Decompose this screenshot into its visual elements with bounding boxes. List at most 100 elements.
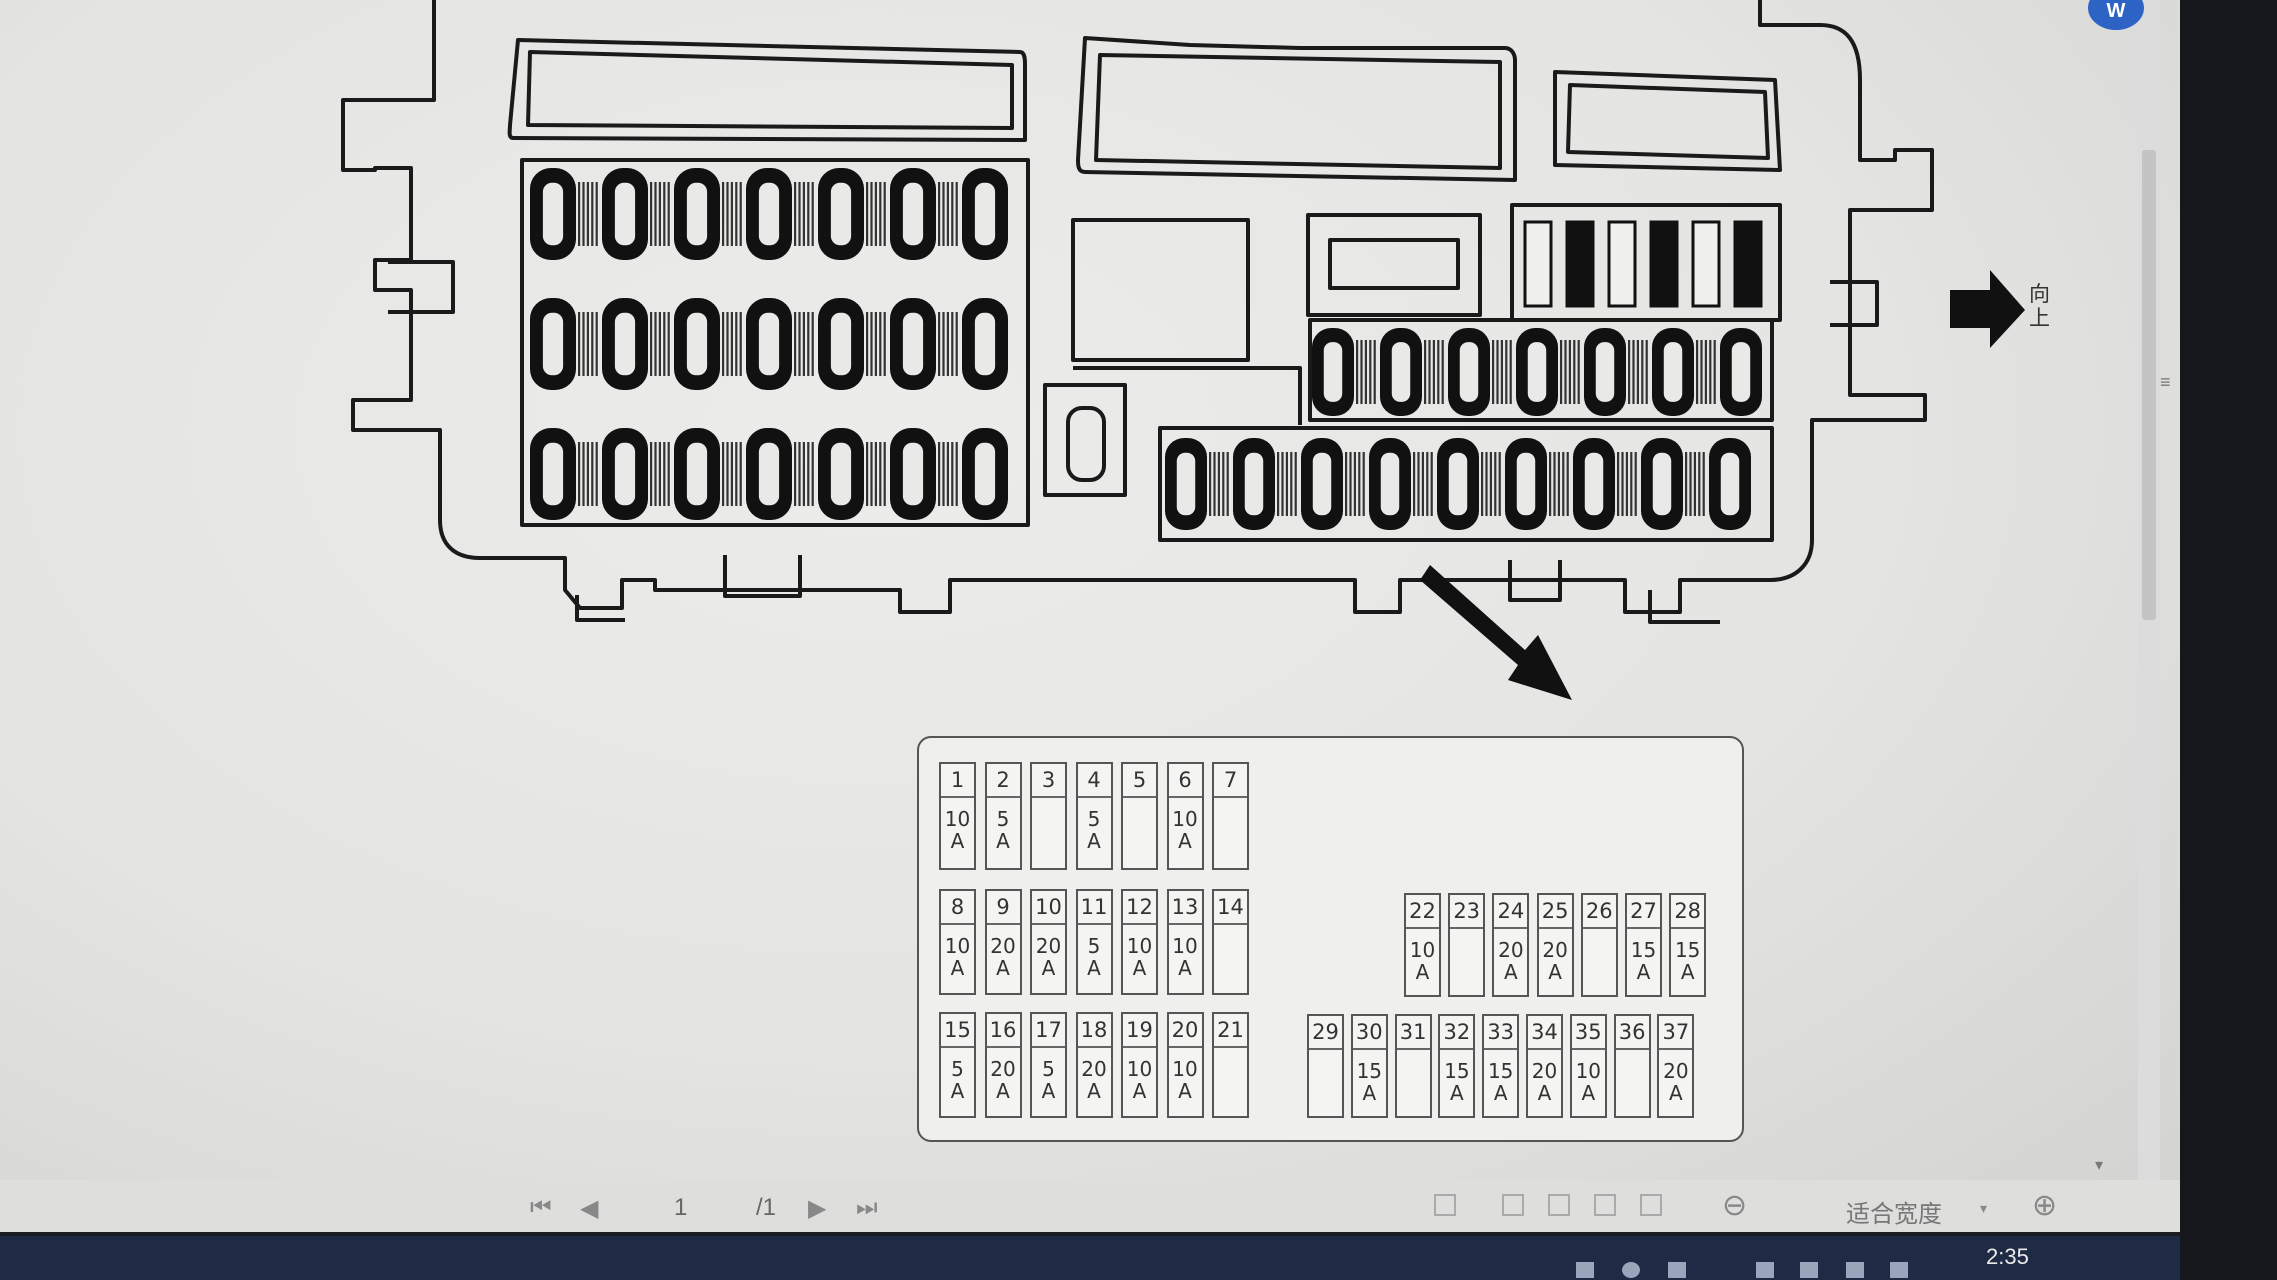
- fuse-divider: [1702, 452, 1705, 516]
- fuse-divider: [938, 182, 941, 246]
- center-partition: [1073, 366, 1302, 425]
- fuse-amperage: 5: [1087, 934, 1101, 958]
- fuse-divider: [1573, 340, 1576, 404]
- fuse-divider: [722, 182, 725, 246]
- relay-blade: [1691, 220, 1721, 308]
- fuse-unit: A: [996, 1079, 1010, 1103]
- fuse-divider: [951, 182, 954, 246]
- fuse-slot-left-r3-window: [542, 442, 564, 506]
- tray-window-icon[interactable]: [1668, 1262, 1686, 1278]
- tray-cloud-icon[interactable]: [1576, 1262, 1594, 1278]
- book-view-icon[interactable]: [1640, 1194, 1662, 1216]
- relay-blade: [1523, 220, 1553, 308]
- fuse-divider: [874, 442, 877, 506]
- fuse-amperage: [1214, 798, 1247, 808]
- fuse-divider: [1549, 452, 1552, 516]
- zoom-in-icon[interactable]: ⊕: [2032, 1189, 2058, 1222]
- fuse-divider: [1413, 452, 1416, 516]
- scrollbar-thumb[interactable]: [2142, 150, 2156, 620]
- zoom-dropdown-icon[interactable]: ▾: [1980, 1200, 1988, 1216]
- fuse-number: 34: [1528, 1016, 1561, 1050]
- fuse-unit: A: [1132, 956, 1147, 980]
- zoom-out-icon[interactable]: ⊖: [1722, 1189, 1748, 1222]
- fuse-legend-cell-3: 3: [1030, 762, 1067, 870]
- page-current[interactable]: 1: [674, 1194, 688, 1221]
- fuse-divider: [870, 312, 873, 376]
- fuse-divider: [870, 182, 873, 246]
- fuse-divider: [811, 442, 814, 506]
- fuse-unit: A: [1669, 1081, 1683, 1105]
- fuse-divider: [586, 442, 589, 506]
- fuse-number: 26: [1582, 895, 1616, 929]
- fuse-divider: [883, 312, 886, 376]
- fuse-divider: [794, 442, 797, 506]
- fuse-divider: [1481, 452, 1484, 516]
- fuse-legend-cell-29: 29: [1307, 1014, 1344, 1118]
- fuse-divider: [1689, 452, 1692, 516]
- fuse-divider: [739, 312, 742, 376]
- fuse-divider: [578, 442, 581, 506]
- fuse-unit: A: [1087, 956, 1101, 980]
- fuse-divider: [1489, 452, 1492, 516]
- fuse-divider: [730, 312, 733, 376]
- two-page-icon[interactable]: [1548, 1194, 1570, 1216]
- relay-center-left: [1071, 218, 1250, 362]
- relay-blade: [1607, 220, 1637, 308]
- taskbar-clock: 2:35: [1986, 1244, 2029, 1269]
- relay-center-right: [1306, 213, 1482, 317]
- fuse-divider: [591, 182, 594, 246]
- thumbnail-view-icon[interactable]: [1434, 1194, 1456, 1216]
- fuse-divider: [730, 182, 733, 246]
- fuse-legend-cell-23: 23: [1448, 893, 1486, 997]
- fuse-slot-right-bottom-window: [1584, 452, 1604, 516]
- fuse-divider: [1566, 452, 1569, 516]
- prev-page-icon[interactable]: ◀: [580, 1195, 599, 1222]
- fuse-divider: [879, 312, 882, 376]
- fuse-divider: [1564, 340, 1567, 404]
- first-page-icon[interactable]: ⏮: [530, 1194, 552, 1221]
- fuse-number: 15: [941, 1014, 974, 1048]
- fuse-number: 11: [1077, 891, 1111, 925]
- fuse-number: 35: [1571, 1016, 1605, 1050]
- fuse-number: 29: [1309, 1016, 1342, 1050]
- fuse-slot-right-top-window: [1391, 342, 1411, 402]
- last-page-icon[interactable]: ⏭: [856, 1194, 878, 1221]
- fuse-divider: [1562, 452, 1565, 516]
- fuse-number: 18: [1077, 1014, 1111, 1048]
- tray-folder-icon[interactable]: [1846, 1262, 1864, 1278]
- fuse-unit: A: [1548, 960, 1562, 984]
- tray-battery-icon[interactable]: [1890, 1262, 1908, 1278]
- single-page-icon[interactable]: [1502, 1194, 1524, 1216]
- fuse-legend-cell-14: 14: [1212, 889, 1249, 995]
- fuse-number: 27: [1627, 895, 1660, 929]
- fuse-box-foot-2: [723, 555, 802, 598]
- fuse-divider: [1360, 340, 1363, 404]
- fuse-divider: [1290, 452, 1293, 516]
- fuse-divider: [1557, 452, 1560, 516]
- fuse-unit: A: [1537, 1081, 1552, 1105]
- fuse-slot-left-r1-window: [974, 182, 996, 246]
- scroll-down-icon[interactable]: ▾: [2095, 1157, 2104, 1174]
- tray-network-icon[interactable]: [1756, 1262, 1774, 1278]
- tray-volume-icon[interactable]: [1800, 1262, 1818, 1278]
- next-page-icon[interactable]: ▶: [808, 1195, 827, 1222]
- fuse-bank-right-bottom: [1158, 426, 1774, 542]
- fuse-divider: [658, 182, 661, 246]
- zoom-label[interactable]: 适合宽度: [1846, 1201, 1942, 1228]
- fuse-divider: [1625, 452, 1628, 516]
- fuse-slot-left-r1-window: [686, 182, 708, 246]
- fuse-divider: [582, 312, 585, 376]
- fuse-slot-left-r3-window: [614, 442, 636, 506]
- tray-help-icon[interactable]: [1622, 1262, 1640, 1278]
- fuse-slot-right-top-window: [1731, 342, 1751, 402]
- fuse-divider: [955, 442, 958, 506]
- fuse-divider: [1369, 340, 1372, 404]
- fuse-divider: [866, 182, 869, 246]
- continuous-view-icon[interactable]: [1594, 1194, 1616, 1216]
- fuse-box-tab-left: [388, 260, 455, 314]
